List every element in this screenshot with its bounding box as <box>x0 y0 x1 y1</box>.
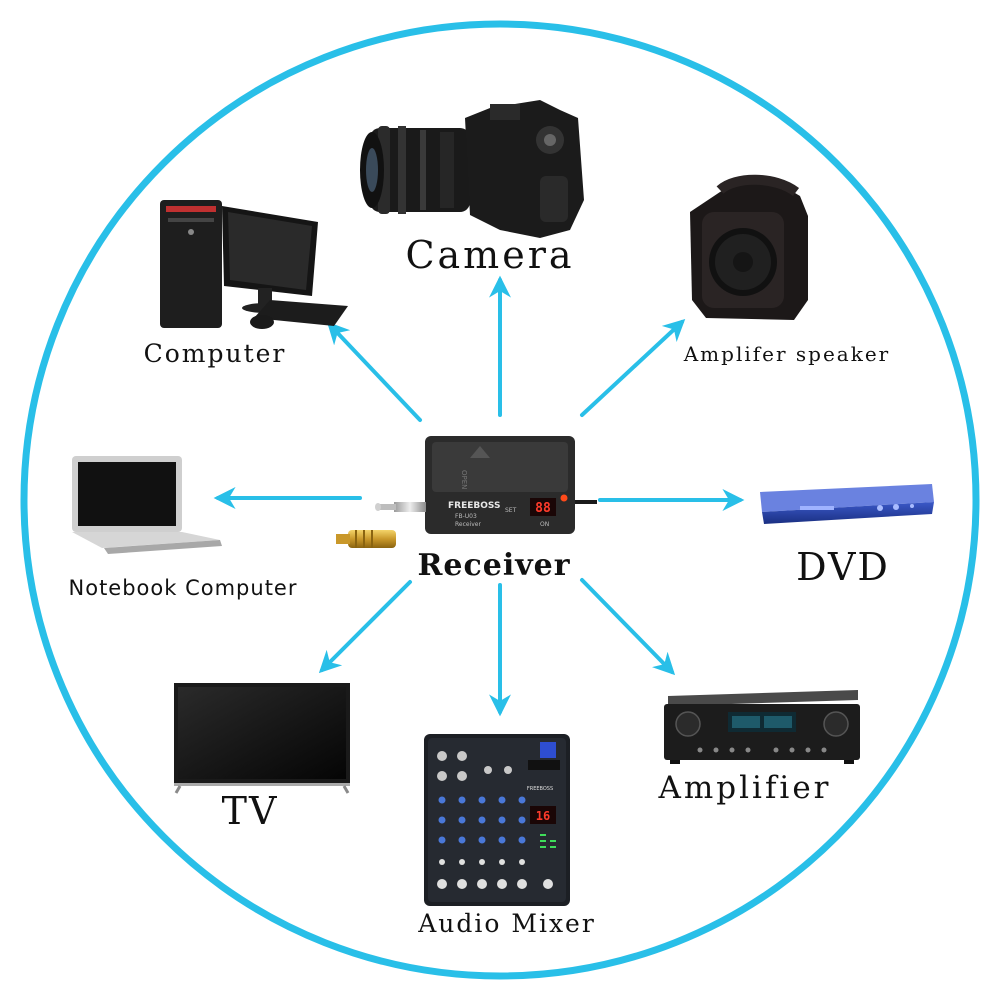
receiver-cover-text: OPEN <box>460 470 468 489</box>
dvd-player-icon <box>760 484 934 524</box>
amplifier-label: Amplifier <box>657 770 831 806</box>
laptop-icon <box>72 456 222 554</box>
arrow-to-speaker <box>580 319 686 417</box>
receiver-model: FB-U03 <box>455 513 477 520</box>
tv-label: TV <box>222 789 279 833</box>
tv-icon <box>174 683 350 794</box>
speaker-icon <box>690 174 808 320</box>
receiver-label: Receiver <box>417 548 570 583</box>
camera-icon <box>360 100 584 238</box>
computer-label: Computer <box>144 339 287 368</box>
boundary-circle <box>20 20 980 980</box>
receiver-brand: FREEBOSS <box>448 501 500 511</box>
receiver-set-label: SET <box>505 507 517 514</box>
notebook-label: Notebook Computer <box>69 576 298 600</box>
arrow-to-amplifier <box>580 578 676 676</box>
adapter-plug-icon <box>336 530 396 548</box>
audio-mixer-icon: FREEBOSS 16 <box>424 734 570 906</box>
mixer-brand: FREEBOSS <box>527 786 553 792</box>
amplifier-icon <box>664 690 860 764</box>
desktop-computer-icon <box>160 200 348 329</box>
camera-label: Camera <box>405 233 574 277</box>
speaker-label: Amplifer speaker <box>683 342 891 366</box>
mixer-display: 16 <box>536 809 550 823</box>
arrow-to-computer <box>326 321 422 422</box>
mixer-label: Audio Mixer <box>417 909 596 938</box>
receiver-display: 88 <box>535 501 551 516</box>
dvd-label: DVD <box>796 545 890 589</box>
receiver-caption: Receiver <box>455 521 481 528</box>
arrows <box>213 275 745 717</box>
arrow-to-tv <box>318 580 412 674</box>
receiver-on-label: ON <box>540 521 549 528</box>
receiver-device: OPEN FREEBOSS FB-U03 Receiver SET 88 ON <box>375 436 597 534</box>
